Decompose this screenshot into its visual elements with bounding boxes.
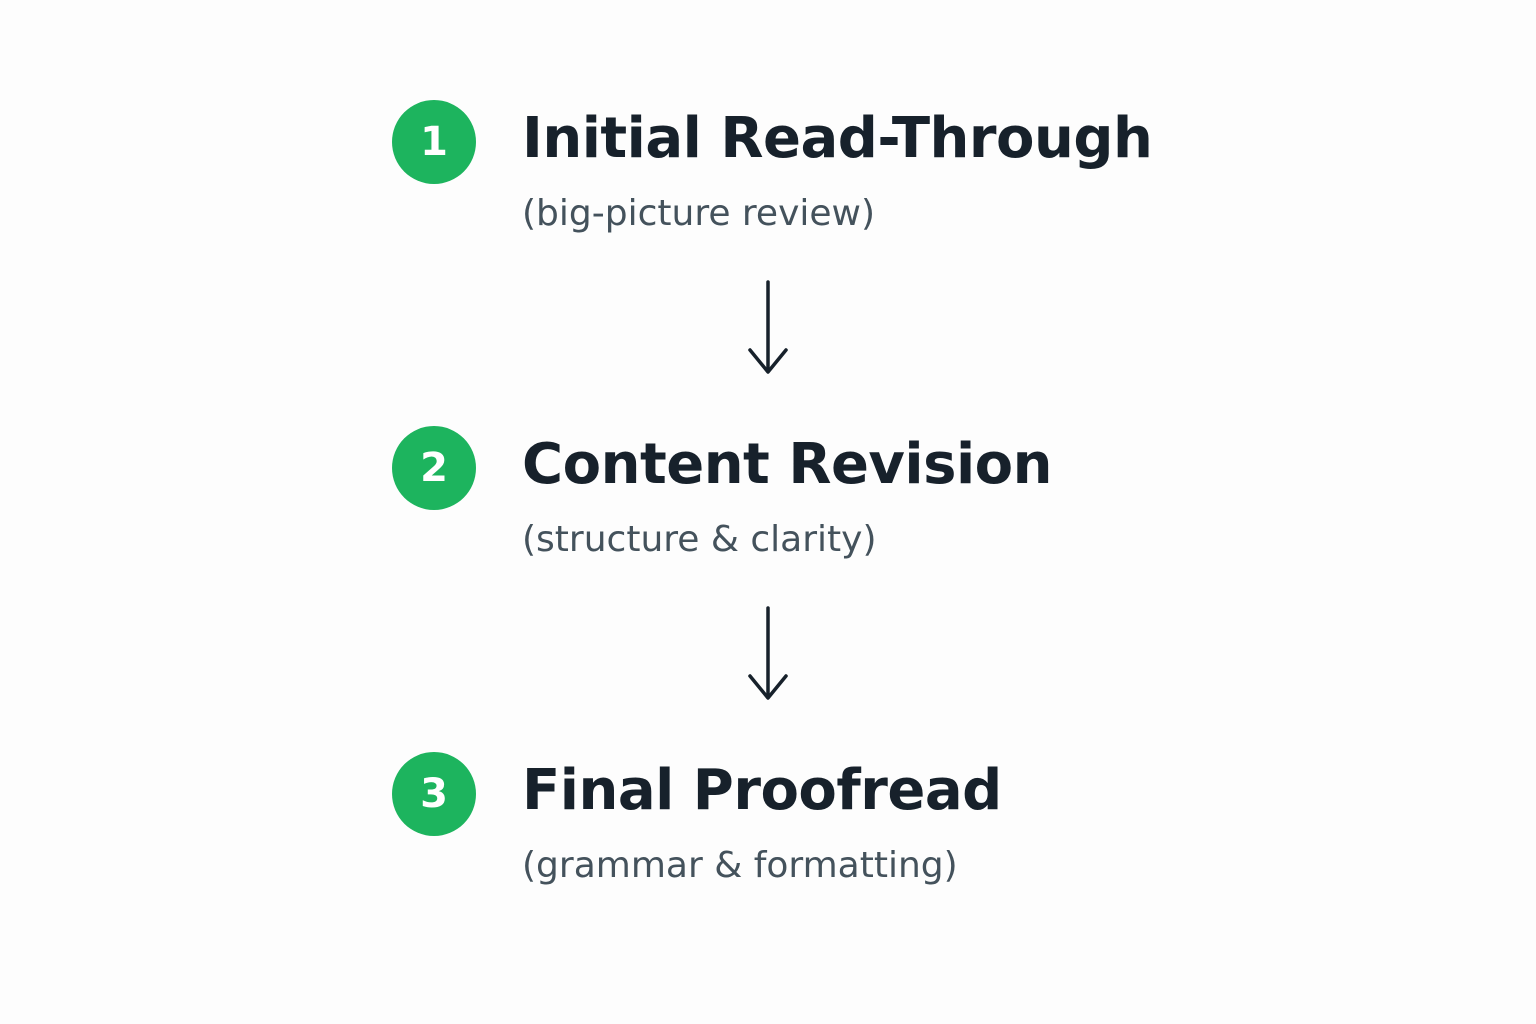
- step-subtitle: (structure & clarity): [522, 519, 877, 560]
- step-3: 3 Final Proofread (grammar & formatting): [392, 752, 1292, 892]
- arrow-down-icon: [748, 280, 788, 374]
- step-title: Initial Read-Through: [522, 106, 1153, 171]
- arrow-down-icon: [748, 606, 788, 700]
- step-1: 1 Initial Read-Through (big-picture revi…: [392, 100, 1292, 240]
- step-number-badge: 1: [392, 100, 476, 184]
- step-number-badge: 2: [392, 426, 476, 510]
- step-subtitle: (big-picture review): [522, 193, 876, 234]
- step-number-badge: 3: [392, 752, 476, 836]
- step-2: 2 Content Revision (structure & clarity): [392, 426, 1292, 566]
- step-title: Final Proofread: [522, 758, 1002, 823]
- step-title: Content Revision: [522, 432, 1053, 497]
- step-subtitle: (grammar & formatting): [522, 845, 958, 886]
